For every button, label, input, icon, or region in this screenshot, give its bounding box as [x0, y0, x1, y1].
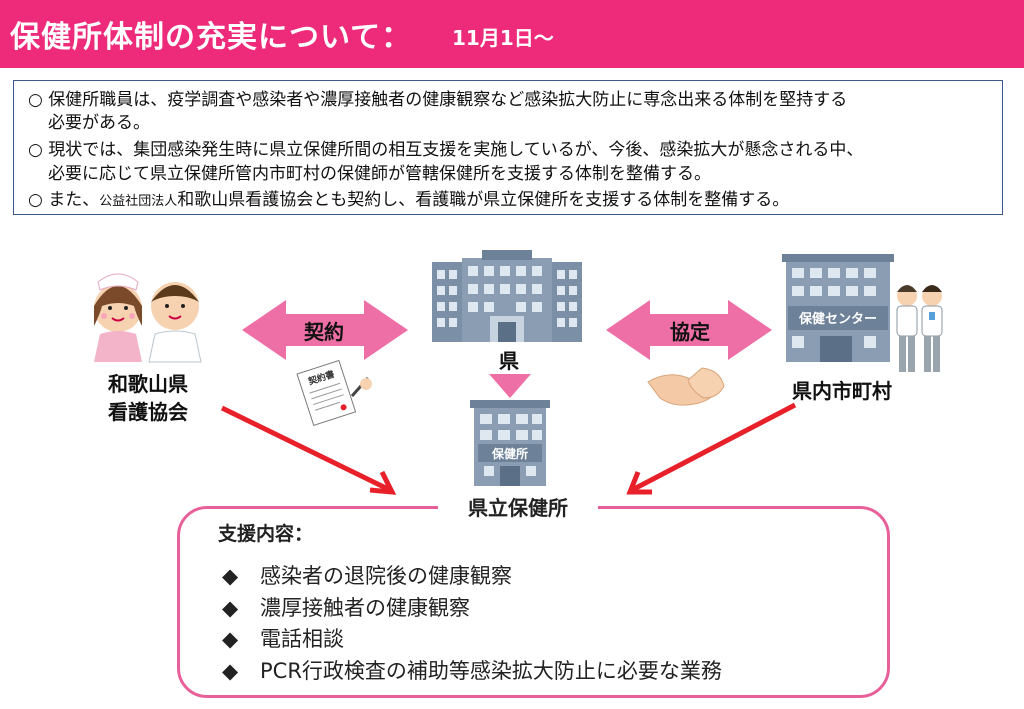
health-center-sign: 保健所 [491, 446, 528, 461]
support-item: ◆ 濃厚接触者の健康観察 [222, 592, 470, 622]
info-box: ○ 保健所職員は、疫学調査や感染者や濃厚接触者の健康観察など感染拡大防止に専念出… [13, 80, 1003, 215]
handshake-icon [647, 367, 725, 406]
red-arrow-left [220, 405, 397, 495]
page-subtitle-date: 11月1日～ [452, 26, 554, 50]
target-health-center-label: 県立保健所 [438, 488, 598, 528]
page-title: 保健所体制の充実について： [10, 20, 413, 55]
agreement-double-arrow [606, 300, 772, 360]
info-line-1: ○ 保健所職員は、疫学調査や感染者や濃厚接触者の健康観察など感染拡大防止に専念出… [28, 90, 848, 110]
info-line-1b: 必要がある。 [48, 113, 150, 133]
diamond-bullet-icon: ◆ [222, 596, 239, 620]
info-line-2: ○ 現状では、集団感染発生時に県立保健所間の相互支援を実施しているが、今後、感染… [28, 140, 864, 160]
diamond-bullet-icon: ◆ [222, 564, 239, 588]
support-content-box [177, 506, 890, 698]
support-item-text: 濃厚接触者の健康観察 [260, 596, 470, 620]
health-center-building-icon: 保健所 [470, 400, 550, 486]
nurse-association-label-line2: 看護協会 [108, 400, 188, 424]
agreement-label: 協定 [670, 320, 710, 344]
diamond-bullet-icon: ◆ [222, 627, 239, 651]
support-item: ◆ 感染者の退院後の健康観察 [222, 560, 512, 590]
municipality-label: 県内市町村 [792, 379, 892, 403]
info-line-3-rest: 和歌山県看護協会とも契約し、看護職が県立保健所を支援する体制を整備する。 [177, 190, 790, 210]
municipal-center-sign: 保健センター [798, 311, 877, 327]
prefecture-down-arrow [489, 374, 531, 398]
red-arrow-right [626, 402, 797, 495]
info-line-3-prefix: ○ また、 [28, 190, 100, 210]
support-item: ◆ PCR行政検査の補助等感染拡大防止に必要な業務 [222, 655, 722, 685]
support-item-text: 電話相談 [260, 627, 344, 651]
info-line-3-org-type: 公益社団法人 [99, 194, 178, 209]
support-item-text: PCR行政検査の補助等感染拡大防止に必要な業務 [260, 659, 722, 683]
contract-label: 契約 [304, 320, 344, 344]
nurses-icon [94, 273, 202, 363]
municipal-health-center-building-icon: 保健センター [782, 254, 894, 362]
info-line-3: ○ また、公益社団法人和歌山県看護協会とも契約し、看護職が県立保健所を支援する体… [28, 185, 789, 210]
municipal-staff-icon [896, 285, 943, 372]
prefecture-building-icon [432, 250, 582, 342]
info-line-2b: 必要に応じて県立保健所管内市町村の保健師が管轄保健所を支援する体制を整備する。 [48, 164, 711, 184]
contract-double-arrow [242, 300, 408, 360]
diamond-bullet-icon: ◆ [222, 659, 239, 683]
title-bar [0, 0, 1024, 68]
support-item: ◆ 電話相談 [222, 623, 344, 653]
nurse-association-label-line1: 和歌山県 [108, 372, 188, 396]
prefecture-label: 県 [499, 349, 519, 373]
contract-document-icon: 契約書 [296, 359, 372, 427]
support-item-text: 感染者の退院後の健康観察 [260, 564, 512, 588]
support-heading: 支援内容： [218, 523, 314, 545]
